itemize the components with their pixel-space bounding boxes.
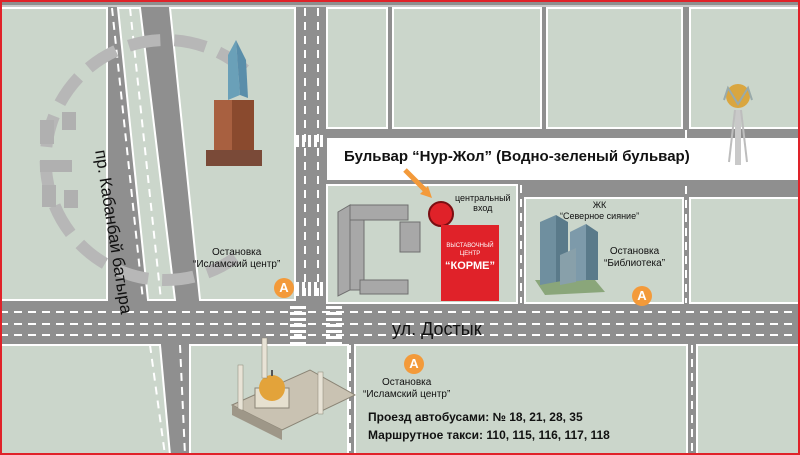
boulevard-label: Бульвар “Нур-Жол” (Водно-зеленый бульвар… <box>344 148 690 165</box>
plaza-arc <box>39 34 249 286</box>
block-southwest <box>0 344 172 455</box>
stop-marker-icon[interactable]: A <box>404 354 424 374</box>
expo-buildings <box>337 204 421 297</box>
stop-line-1: Остановка <box>381 377 432 388</box>
block-east <box>689 197 800 304</box>
crosswalks <box>290 135 342 345</box>
block-north-3 <box>546 7 683 129</box>
block-north-2 <box>392 7 542 129</box>
entrance-line-2: вход <box>473 203 493 213</box>
block-north-1 <box>326 7 388 129</box>
residential-line-1: ЖК <box>592 200 607 210</box>
direction-arrow-icon <box>403 168 432 198</box>
baiterek-icon <box>723 84 753 165</box>
entrance-marker-icon <box>428 201 454 227</box>
stop-marker-icon[interactable]: A <box>632 286 652 306</box>
bus-routes: Проезд автобусами: № 18, 21, 28, 35 <box>368 410 583 424</box>
block-north-4 <box>689 7 800 129</box>
stop-islamic-north-label: Остановка “Исламский центр” <box>193 247 280 271</box>
stop-line-1: Остановка <box>211 247 262 258</box>
entrance-label: центральный вход <box>455 193 511 213</box>
stop-line-1: Остановка <box>609 246 660 257</box>
exhibition-line-1: ВЫСТАВОЧНЫЙ <box>446 243 494 249</box>
residential-building-icon <box>535 215 605 295</box>
stop-line-2: “Исламский центр” <box>193 259 281 270</box>
tower-icon <box>206 40 262 166</box>
residential-line-2: “Северное сияние” <box>560 211 640 221</box>
stop-library-label: Остановка “Библиотека” <box>604 246 665 270</box>
taxi-routes: Маршрутное такси: 110, 115, 116, 117, 11… <box>368 428 610 442</box>
entrance-line-1: центральный <box>455 193 511 203</box>
exhibition-line-2: ЦЕНТР <box>459 251 481 257</box>
residential-label: ЖК “Северное сияние” <box>560 200 639 222</box>
stop-marker-icon[interactable]: A <box>274 278 294 298</box>
block-south-3 <box>696 344 800 455</box>
stop-islamic-south-label: Остановка “Исламский центр” <box>363 377 450 401</box>
street-label: ул. Достык <box>392 319 482 339</box>
mosque-icon <box>230 337 357 440</box>
stop-line-2: “Исламский центр” <box>363 389 451 400</box>
stop-line-2: “Библиотека” <box>604 258 666 269</box>
plaza-blocks <box>40 112 78 208</box>
exhibition-center[interactable]: ВЫСТАВОЧНЫЙ ЦЕНТР “КОРМЕ” <box>441 225 499 301</box>
exhibition-name: “КОРМЕ” <box>445 260 495 272</box>
